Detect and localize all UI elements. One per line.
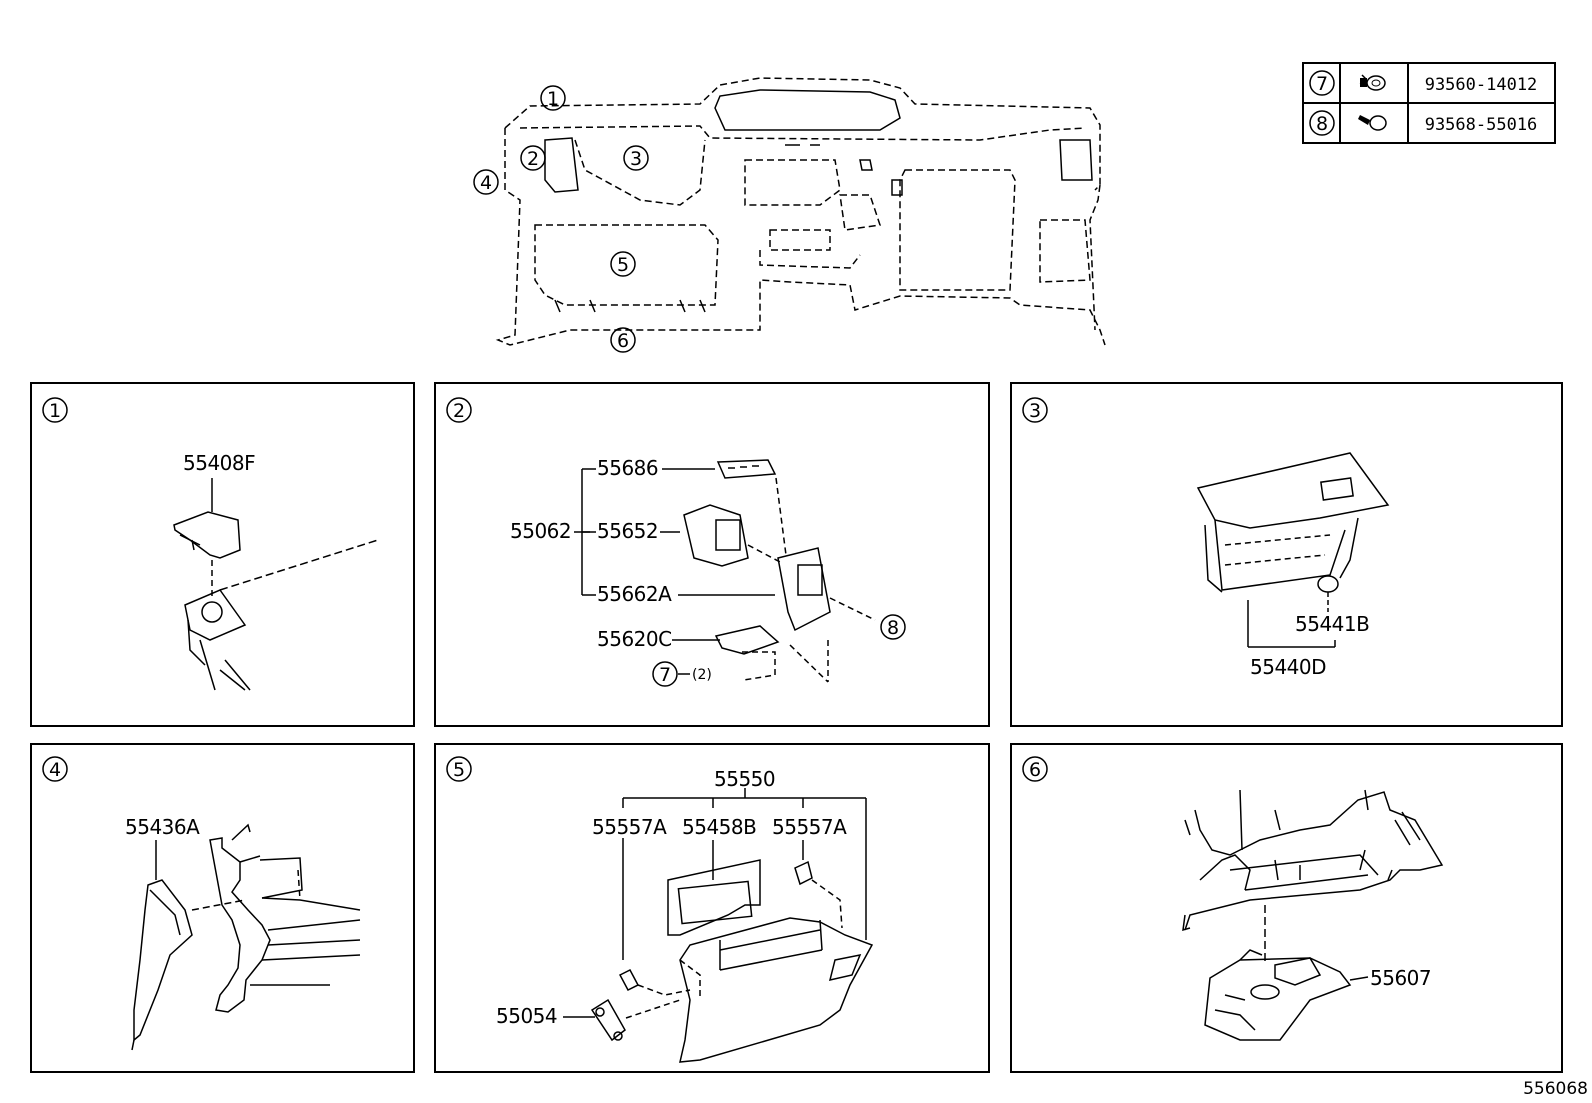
part-label: 55436A bbox=[125, 815, 200, 839]
panel-4-drawing bbox=[131, 823, 361, 1051]
callout-label: 6 bbox=[617, 330, 629, 352]
part-label: 55441B bbox=[1295, 612, 1369, 636]
callout-7 bbox=[1309, 70, 1335, 96]
fastener-ref: 8 bbox=[1316, 113, 1328, 135]
panel-5-labels: 55550 55557A 55458B 55557A 55054 bbox=[496, 767, 848, 1028]
panel-number: 1 bbox=[49, 400, 61, 422]
part-label: 55440D bbox=[1250, 655, 1326, 679]
callout-label: 4 bbox=[480, 172, 492, 194]
part-label: 55062 bbox=[510, 519, 571, 543]
panel-4-labels: 55436A bbox=[125, 815, 201, 839]
overview-callout-labels: 1 2 3 4 5 6 bbox=[480, 88, 642, 352]
panel-3-drawing bbox=[1196, 452, 1390, 648]
panel-callout-labels: 1 2 3 4 5 6 bbox=[49, 400, 1041, 781]
part-label: 55408F bbox=[183, 451, 255, 475]
overview-callouts bbox=[473, 85, 649, 353]
fastener-part: 93568-55016 bbox=[1425, 115, 1538, 135]
bolt-icon bbox=[1358, 115, 1387, 131]
part-label: 55652 bbox=[597, 519, 658, 543]
callout-label: 8 bbox=[887, 617, 899, 639]
callout-label: 1 bbox=[547, 88, 559, 110]
dashboard-overview bbox=[495, 77, 1106, 346]
panel-3-labels: 55441B 55440D bbox=[1250, 612, 1370, 679]
callout-label: 7 bbox=[659, 664, 671, 686]
callout-label: 2 bbox=[527, 148, 539, 170]
part-label: 55458B bbox=[682, 815, 756, 839]
panel-number: 3 bbox=[1029, 400, 1041, 422]
part-label: 55054 bbox=[496, 1004, 557, 1028]
part-label: 55607 bbox=[1370, 966, 1431, 990]
part-label: 55557A bbox=[772, 815, 847, 839]
callout-label: 5 bbox=[617, 254, 629, 276]
fastener-ref: 7 bbox=[1316, 73, 1328, 95]
panel-number: 5 bbox=[453, 759, 465, 781]
panel-number: 2 bbox=[453, 400, 465, 422]
part-label: 55557A bbox=[592, 815, 667, 839]
panel-frames bbox=[30, 382, 1563, 1073]
part-label: 55686 bbox=[597, 456, 658, 480]
panel-2-refs: 8 7 (2) bbox=[659, 617, 899, 686]
callout-8 bbox=[1309, 110, 1335, 136]
fastener-part: 93560-14012 bbox=[1425, 75, 1538, 95]
bolt-icon bbox=[1359, 74, 1386, 91]
panel-2-drawing: 55062 55686 55652 55662A 55620C bbox=[510, 456, 906, 687]
part-label: 55662A bbox=[597, 582, 672, 606]
panel-number: 4 bbox=[49, 759, 61, 781]
callout-label: 3 bbox=[630, 148, 642, 170]
panel-1-drawing: 55408F bbox=[173, 451, 379, 691]
panel-5-drawing bbox=[563, 788, 874, 1063]
panel-6-drawing bbox=[1182, 789, 1444, 1041]
part-label: 55550 bbox=[714, 767, 775, 791]
quantity-label: (2) bbox=[692, 667, 712, 683]
panel-number: 6 bbox=[1029, 759, 1041, 781]
panel-6-labels: 55607 bbox=[1370, 966, 1432, 990]
fastener-table: 7 93560-14012 8 93568-55016 bbox=[1302, 62, 1556, 144]
part-label: 55620C bbox=[597, 627, 672, 651]
panel-callouts bbox=[42, 397, 1048, 782]
diagram-code: 556068 bbox=[1523, 1079, 1588, 1099]
